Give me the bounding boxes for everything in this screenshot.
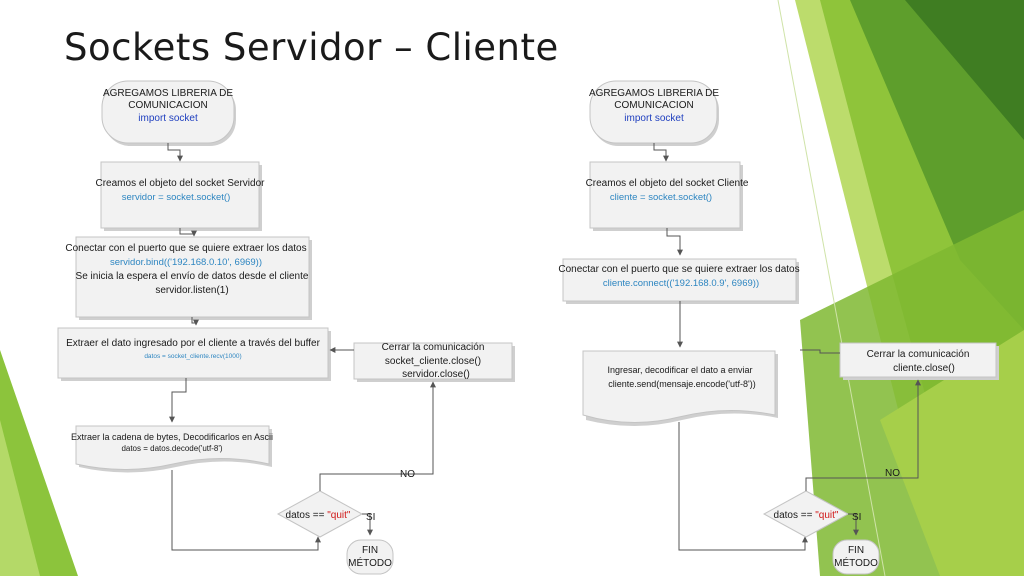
server-yes-label: SI xyxy=(366,512,375,523)
server-start-line2: COMUNICACION xyxy=(128,100,207,111)
client-end-line2: MÉTODO xyxy=(834,556,878,569)
server-close-node: Cerrar la comunicación socket_cliente.cl… xyxy=(353,342,515,382)
server-connect-code: servidor.bind(('192.168.0.10', 6969)) xyxy=(110,257,262,268)
svg-text:datos == "quit": datos == "quit" xyxy=(286,510,351,521)
server-connect-line3: Se inicia la espera el envío de datos de… xyxy=(76,271,309,282)
server-start-code: import socket xyxy=(138,113,198,124)
server-decision-prefix: datos == xyxy=(286,510,328,521)
client-input-line1: Ingresar, decodificar el dato a enviar xyxy=(607,365,752,375)
server-start-node: AGREGAMOS LIBRERIA DE COMUNICACION impor… xyxy=(101,80,236,146)
client-flow: AGREGAMOS LIBRERIA DE COMUNICACION impor… xyxy=(558,80,999,575)
server-decision-node: datos == "quit" xyxy=(276,490,364,538)
server-create-code: servidor = socket.socket() xyxy=(122,192,231,203)
client-start-code: import socket xyxy=(624,113,684,124)
client-decision-prefix: datos == xyxy=(774,510,816,521)
server-end-line2: MÉTODO xyxy=(348,556,392,569)
client-close-line2: cliente.close() xyxy=(893,363,955,374)
client-create-node: Creamos el objeto del socket Cliente cli… xyxy=(586,161,749,231)
client-decision-value: "quit" xyxy=(815,510,839,521)
server-close-line2: socket_cliente.close() xyxy=(385,356,481,367)
client-connect-node: Conectar con el puerto que se quiere ext… xyxy=(558,258,800,304)
right-green-highlight xyxy=(880,330,1024,576)
server-start-line1: AGREGAMOS LIBRERIA DE xyxy=(103,88,233,99)
server-connect-node: Conectar con el puerto que se quiere ext… xyxy=(65,236,312,320)
client-end-line1: FIN xyxy=(848,545,864,556)
server-decision-value: "quit" xyxy=(327,510,351,521)
server-decode-node: Extraer la cadena de bytes, Decodificarl… xyxy=(71,425,273,473)
client-start-node: AGREGAMOS LIBRERIA DE COMUNICACION impor… xyxy=(589,80,719,146)
server-flow: AGREGAMOS LIBRERIA DE COMUNICACION impor… xyxy=(57,80,515,575)
server-extract-node: Extraer el dato ingresado por el cliente… xyxy=(57,327,331,381)
client-create-code: cliente = socket.socket() xyxy=(610,192,712,203)
client-connect-line1: Conectar con el puerto que se quiere ext… xyxy=(558,264,799,275)
server-end-line1: FIN xyxy=(362,545,378,556)
server-end-node: FIN MÉTODO xyxy=(346,539,394,575)
server-extract-text: Extraer el dato ingresado por el cliente… xyxy=(66,338,321,349)
client-no-label: NO xyxy=(885,468,900,479)
client-decision-node: datos == "quit" xyxy=(762,490,850,538)
left-green-wedge-light xyxy=(0,420,40,576)
client-input-node: Ingresar, decodificar el dato a enviar c… xyxy=(582,350,778,426)
slide-title: Sockets Servidor – Cliente xyxy=(64,26,559,69)
server-close-line1: Cerrar la comunicación xyxy=(382,342,485,353)
server-decode-text: Extraer la cadena de bytes, Decodificarl… xyxy=(71,432,273,442)
server-create-node: Creamos el objeto del socket Servidor se… xyxy=(96,161,266,231)
server-connect-code2: servidor.listen(1) xyxy=(155,285,228,296)
client-close-node: Cerrar la comunicación cliente.close() xyxy=(839,342,999,380)
client-connect-code: cliente.connect(('192.168.0.9', 6969)) xyxy=(603,278,759,289)
right-green-shape-deep xyxy=(905,0,1024,140)
client-start-line2: COMUNICACION xyxy=(614,100,693,111)
client-close-line1: Cerrar la comunicación xyxy=(867,349,970,360)
server-no-label: NO xyxy=(400,469,415,480)
client-create-text: Creamos el objeto del socket Cliente xyxy=(586,178,749,189)
server-create-text: Creamos el objeto del socket Servidor xyxy=(96,178,266,189)
client-start-line1: AGREGAMOS LIBRERIA DE xyxy=(589,88,719,99)
client-yes-label: SI xyxy=(852,512,861,523)
server-extract-code: datos = socket_cliente.recv(1000) xyxy=(144,353,241,360)
server-close-line3: servidor.close() xyxy=(402,369,470,380)
server-connect-line1: Conectar con el puerto que se quiere ext… xyxy=(65,243,306,254)
client-input-line2: cliente.send(mensaje.encode('utf-8')) xyxy=(608,379,756,389)
svg-text:datos == "quit": datos == "quit" xyxy=(774,510,839,521)
server-decode-code: datos = datos.decode('utf-8') xyxy=(121,444,222,453)
right-thin-line xyxy=(777,0,886,576)
client-end-node: FIN MÉTODO xyxy=(832,539,880,575)
